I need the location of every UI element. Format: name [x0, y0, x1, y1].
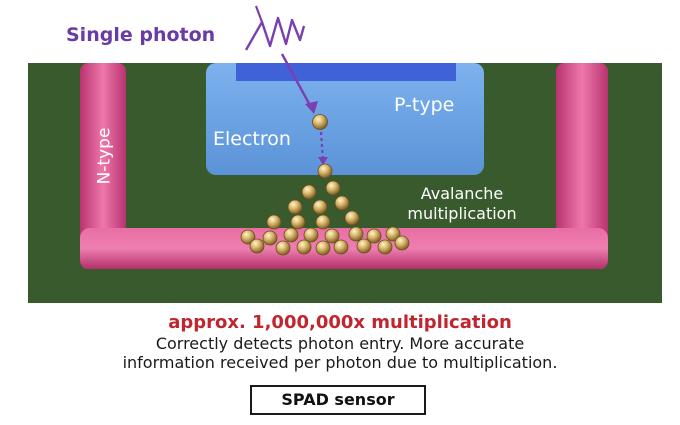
- multiplication-headline: approx. 1,000,000x multiplication: [168, 312, 512, 333]
- photon-arrow: [280, 53, 314, 110]
- electron-particle: [275, 240, 291, 256]
- electron-particle: [394, 235, 410, 251]
- electron-particle: [296, 239, 312, 255]
- p-type-label: P-type: [394, 94, 455, 116]
- description-text: Correctly detects photon entry. More acc…: [0, 334, 680, 372]
- electron-particle: [344, 210, 360, 226]
- electron-particle: [356, 238, 372, 254]
- electron-particle: [287, 199, 303, 215]
- avalanche-label-line1: Avalanche: [420, 184, 504, 203]
- electron-particle: [301, 184, 317, 200]
- electron-particle: [325, 180, 341, 196]
- single-photon-label: Single photon: [66, 24, 216, 46]
- electron-particle: [334, 195, 350, 211]
- electron-particle: [290, 214, 306, 230]
- electron-path-arrowhead: [318, 157, 328, 165]
- photon-wave: [244, 16, 306, 51]
- avalanche-label-line2: multiplication: [407, 204, 517, 223]
- electron-particle: [377, 239, 393, 255]
- description-line: Correctly detects photon entry. More acc…: [155, 334, 525, 353]
- electron-particle: [262, 230, 278, 246]
- electron-particle: [283, 227, 299, 243]
- electron-particle: [312, 199, 328, 215]
- avalanche-label: Avalanche multiplication: [382, 184, 542, 224]
- electron-particle: [315, 240, 331, 256]
- spad-sensor-caption: SPAD sensor: [250, 385, 426, 415]
- electron-particles: [240, 114, 410, 256]
- electron-particle: [303, 227, 319, 243]
- n-type-right-wall: [556, 63, 608, 269]
- electron-particle: [315, 214, 331, 230]
- electron-label: Electron: [213, 128, 291, 150]
- n-type-label: N-type: [94, 127, 115, 185]
- description-line: information received per photon due to m…: [122, 353, 558, 372]
- photon-arrowhead: [305, 101, 318, 114]
- photon-line: [254, 5, 264, 23]
- electron-particle: [249, 238, 265, 254]
- electron-particle: [385, 226, 401, 242]
- p-type-top-band: [236, 63, 456, 81]
- electron-particle: [240, 229, 256, 245]
- p-type-region: [206, 63, 484, 175]
- electron-particle: [366, 228, 382, 244]
- electron-particle: [266, 214, 282, 230]
- electron-particle: [348, 226, 364, 242]
- n-type-left-wall: [80, 63, 126, 269]
- electron-particle: [312, 114, 328, 130]
- electron-particle: [317, 163, 333, 179]
- electron-particle: [324, 228, 340, 244]
- electron-particle: [333, 239, 349, 255]
- electron-path: [319, 131, 325, 161]
